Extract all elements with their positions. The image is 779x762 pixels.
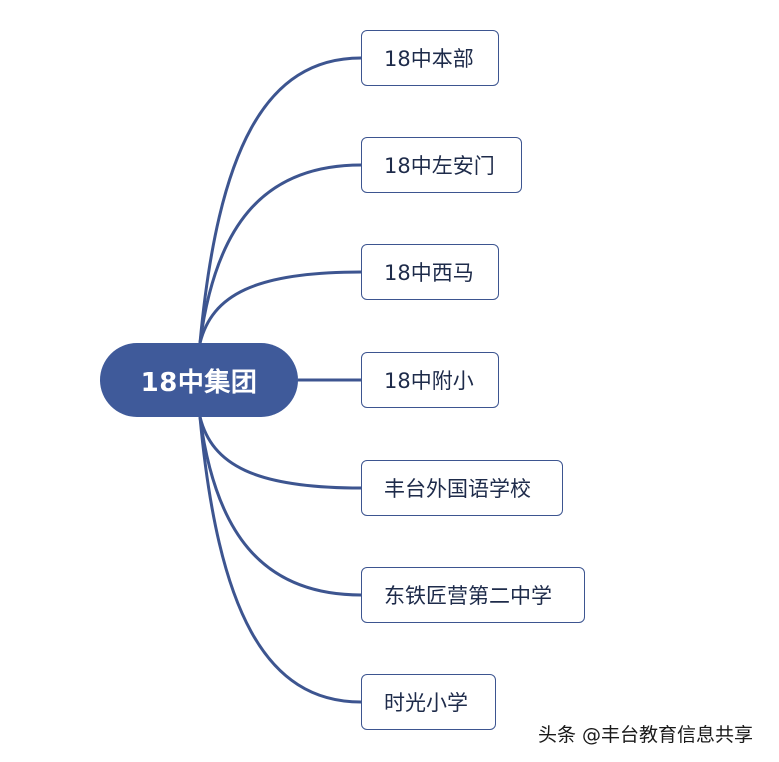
- root-node-label: 18中集团: [140, 367, 258, 398]
- child-node: 18中左安门: [361, 137, 522, 193]
- root-node: 18中集团: [100, 343, 298, 417]
- connector-line: [198, 56, 362, 344]
- child-node-label: 东铁匠营第二中学: [384, 584, 552, 608]
- child-node-label: 丰台外国语学校: [384, 477, 531, 501]
- child-node-label: 时光小学: [384, 691, 468, 715]
- child-node-label: 18中本部: [384, 47, 474, 71]
- child-node: 18中本部: [361, 30, 499, 86]
- watermark-text: 头条 @丰台教育信息共享: [538, 724, 754, 746]
- connector-line: [198, 270, 362, 344]
- child-node: 时光小学: [361, 674, 496, 730]
- child-node: 丰台外国语学校: [361, 460, 563, 516]
- child-node-label: 18中附小: [384, 369, 474, 393]
- child-node: 18中附小: [361, 352, 499, 408]
- connector-line: [198, 416, 362, 597]
- child-node: 18中西马: [361, 244, 499, 300]
- watermark: 头条 @丰台教育信息共享: [538, 720, 753, 747]
- child-node-label: 18中左安门: [384, 154, 495, 178]
- child-node: 东铁匠营第二中学: [361, 567, 585, 623]
- connector-line: [198, 416, 362, 704]
- child-node-label: 18中西马: [384, 261, 474, 285]
- connector-line: [198, 163, 362, 344]
- connector-line: [198, 416, 362, 490]
